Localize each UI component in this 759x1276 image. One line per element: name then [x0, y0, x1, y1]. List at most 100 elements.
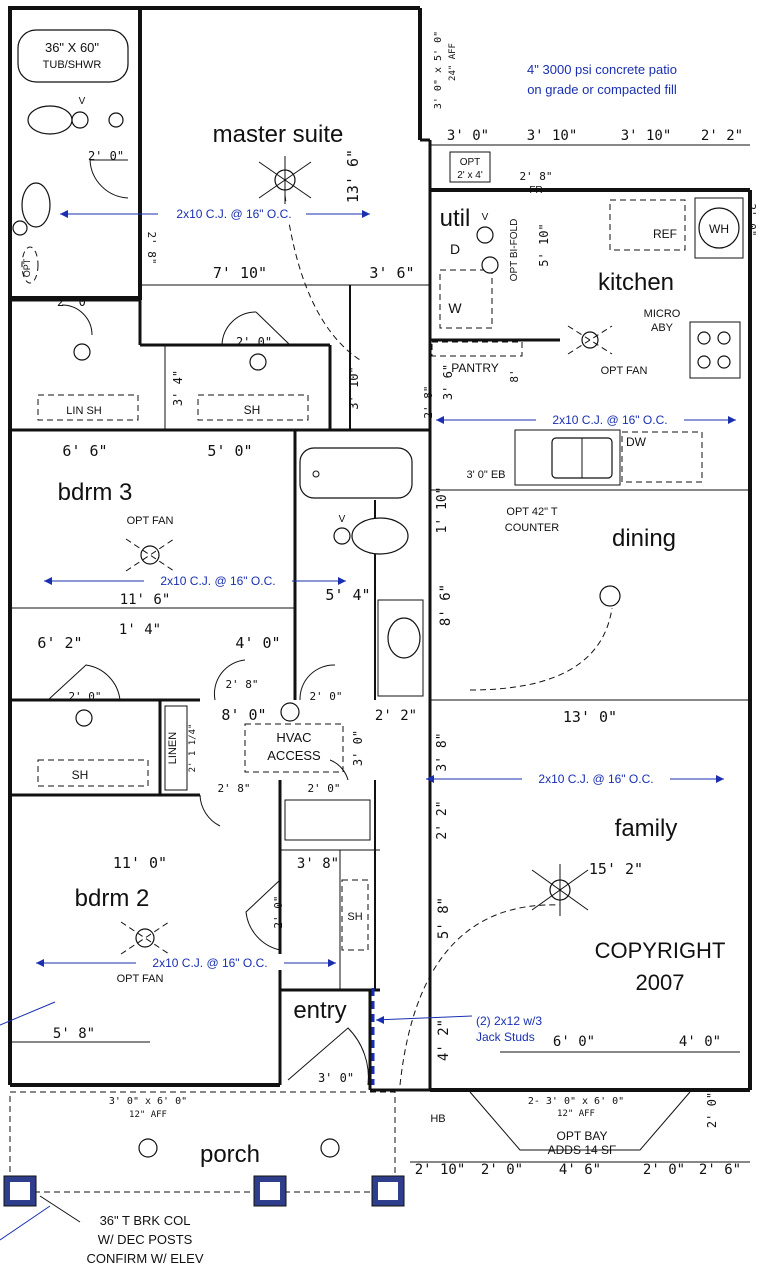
light-icon	[320, 1138, 340, 1158]
hall-sink-icon	[387, 617, 421, 659]
bay-note-2: ADDS 14 SF	[548, 1143, 617, 1157]
family-fan-icon	[531, 864, 589, 916]
dim-6-0: 6' 0"	[553, 1034, 595, 1050]
utility-room: OPT 2' x 4' util V D W OPT BI-FOLD 5' 10…	[439, 151, 553, 329]
micro-label-1: MICRO	[644, 308, 681, 320]
light-icon	[138, 1138, 158, 1158]
light-icon	[73, 343, 91, 361]
dim-2-2-fam: 2' 2"	[375, 708, 417, 724]
dishwasher-icon	[621, 431, 703, 483]
dim-2-2-top: 2' 2"	[701, 128, 743, 144]
dim-3-6-pantry: 3' 6"	[441, 364, 455, 400]
dim-1-10: 1' 10"	[435, 487, 450, 534]
dim-2-0-bottom-a: 2' 0"	[481, 1162, 523, 1178]
opt-shelf-label: OPT	[460, 157, 481, 168]
cj-note-master: 2x10 C.J. @ 16" O.C.	[176, 207, 291, 221]
water-heater-icon	[698, 207, 740, 249]
dishwasher-label: DW	[626, 435, 647, 449]
window-porch-size: 3' 0" x 6' 0"	[109, 1096, 187, 1107]
tub-type-label: TUB/SHWR	[43, 59, 102, 71]
dim-2-0-bdrm3-closet: 2' 0"	[68, 690, 101, 703]
dim-2-8-bdrm2: 2' 8"	[217, 782, 250, 795]
room-label-bdrm3: bdrm 3	[58, 479, 133, 506]
bdrm2-closet-sh: SH	[347, 911, 362, 923]
column-note-1: 36" T BRK COL	[100, 1213, 191, 1228]
dim-2-8-fr: 2' 8"	[519, 170, 552, 183]
dim-15-2: 15' 2"	[589, 860, 643, 878]
column-note-3: CONFIRM W/ ELEV	[86, 1251, 203, 1266]
bdrm3-fan-label: OPT FAN	[127, 515, 174, 527]
window-top-size: 3' 0" x 5' 0"	[433, 31, 444, 109]
closet-label-sh: SH	[244, 403, 261, 417]
dim-2-0-hall: 2' 0"	[309, 690, 342, 703]
eb-label: 3' 0" EB	[466, 469, 505, 481]
hall-vent-label: V	[339, 514, 346, 525]
room-label-porch: porch	[200, 1141, 260, 1168]
dim-3-8-closet: 3' 8"	[297, 856, 339, 872]
bifold-label: OPT BI-FOLD	[509, 219, 520, 282]
window-porch-aff: 12" AFF	[129, 1110, 167, 1120]
dim-2-10: 2' 10"	[415, 1162, 466, 1178]
opt-label: OPT	[22, 258, 32, 277]
washer-label: W	[448, 300, 462, 316]
bdrm2-fan-icon	[120, 921, 170, 955]
kitchen-fan-icon	[567, 325, 613, 355]
dim-2-2-family: 2' 2"	[435, 800, 450, 839]
tub-size-label: 36" X 60"	[45, 40, 99, 55]
toilet-icon	[27, 105, 73, 135]
dim-2-0-bath: 2' 0"	[88, 149, 124, 163]
room-label-family: family	[615, 815, 678, 842]
copyright-line1: COPYRIGHT	[595, 938, 726, 963]
room-label-dining: dining	[612, 525, 676, 552]
copyright-line2: 2007	[636, 970, 685, 995]
counter-label-1: OPT 42" T	[506, 506, 557, 518]
dim-3-0-hvac: 3' 0"	[351, 730, 365, 766]
light-icon	[599, 585, 621, 607]
dim-3-10-top-b: 3' 10"	[621, 128, 672, 144]
dim-5-8-bdrm2: 5' 8"	[53, 1026, 95, 1042]
dim-2-8-pantry: 2' 8"	[422, 385, 435, 418]
hall-area: 2' 8" 2' 0" 8' 0" 2' 2" LINEN 2' 1 1/4" …	[164, 659, 417, 841]
hall-bath: V 5' 4" 1' 10" 8' 6"	[299, 447, 454, 697]
hvac-label-2: ACCESS	[267, 748, 321, 763]
bay-note-1: OPT BAY	[557, 1129, 608, 1143]
dim-2-0-bdrm2: 2' 0"	[307, 782, 340, 795]
fridge-label: REF	[653, 227, 677, 241]
dim-3-10-hall: 3' 10"	[347, 366, 361, 409]
washer-icon	[439, 269, 493, 329]
master-suite-room: master suite	[213, 121, 361, 361]
dim-2-0-closet2: 2' 0"	[236, 335, 272, 349]
dim-2-8-hall: 2' 8"	[225, 678, 258, 691]
dim-6-2: 6' 2"	[37, 634, 82, 652]
room-label-entry: entry	[293, 997, 346, 1024]
hose-bib-label: HB	[430, 1113, 445, 1125]
top-dimension-chain: 3' 0" 3' 10" 3' 10" 2' 2"	[430, 128, 750, 146]
hall-toilet-icon	[351, 517, 409, 555]
cj-note-bdrm2: 2x10 C.J. @ 16" O.C.	[152, 956, 267, 970]
sink-icon	[21, 182, 51, 228]
dim-3-0-entry: 3' 0"	[318, 1071, 354, 1085]
hvac-label-1: HVAC	[276, 730, 311, 745]
micro-label-2: ABY	[651, 322, 674, 334]
kitchen-room: kitchen REF WH 2' 0" MICRO ABY OPT FAN P…	[422, 197, 758, 534]
light-icon	[75, 709, 93, 727]
patio-note-line1: 4" 3000 psi concrete patio	[527, 62, 677, 77]
dim-8: 8'	[508, 369, 521, 382]
light-icon	[108, 112, 124, 128]
counter-label-2: COUNTER	[505, 522, 559, 534]
dim-13-6: 13' 6"	[344, 149, 362, 203]
bedroom-2-room: 11' 0" bdrm 2 OPT FAN 5' 8" 3' 8" 2' 0" …	[10, 854, 369, 1043]
window-bay-aff: 12" AFF	[557, 1109, 595, 1119]
kitchen-fan-label: OPT FAN	[601, 365, 648, 377]
dining-room: dining	[469, 525, 676, 691]
room-label-util: util	[440, 205, 471, 232]
exterior-walls	[8, 6, 752, 1092]
fr-label: FR	[529, 185, 542, 196]
tub-icon	[17, 29, 129, 83]
room-label-bdrm2: bdrm 2	[75, 885, 150, 912]
vent-label: V	[79, 96, 86, 107]
dim-2-8-bath: 2' 8"	[145, 231, 158, 264]
dim-7-10: 7' 10"	[213, 264, 267, 282]
cj-note-family: 2x10 C.J. @ 16" O.C.	[538, 772, 653, 786]
